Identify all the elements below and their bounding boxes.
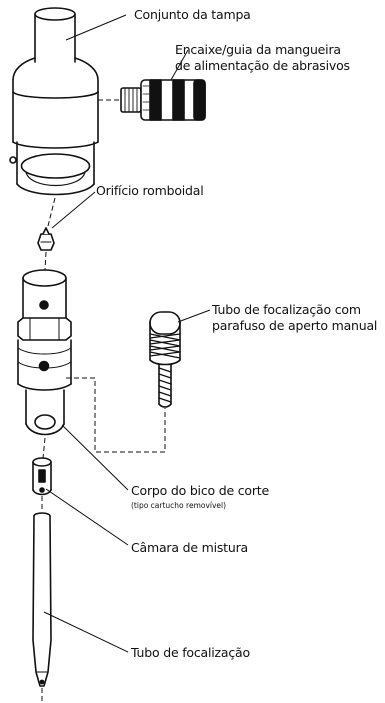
label-focus-tube-screw-line2: parafuso de aperto manual [212,318,378,333]
label-diamond-orifice: Orifício romboidal [96,183,204,198]
diamond-orifice-part [37,227,55,251]
cap-assembly-part [9,7,99,196]
label-nozzle-body: Corpo do bico de corte [131,483,269,498]
label-focus-tube-screw-line1: Tubo de focalização com [212,302,361,317]
label-hose-fitting: Encaixe/guia da mangueira de alimentação… [175,42,350,74]
assembly-lines [41,99,166,703]
tube-screw-part [149,311,181,408]
leader-lines [43,14,211,653]
label-mixing-chamber: Câmara de mistura [131,540,248,555]
label-focusing-tube: Tubo de focalização [131,645,250,660]
label-cap-assembly: Conjunto da tampa [134,7,251,22]
hose-fitting-part [120,79,206,121]
label-focus-tube-screw: Tubo de focalização com parafuso de aper… [212,302,377,334]
mixing-chamber-part [32,457,52,496]
nozzle-body-part [17,269,72,436]
label-nozzle-body-note: (tipo cartucho removível) [131,501,227,510]
focusing-tube-part [32,512,52,687]
label-hose-fitting-line1: Encaixe/guia da mangueira [175,42,341,57]
label-hose-fitting-line2: de alimentação de abrasivos [175,58,350,73]
